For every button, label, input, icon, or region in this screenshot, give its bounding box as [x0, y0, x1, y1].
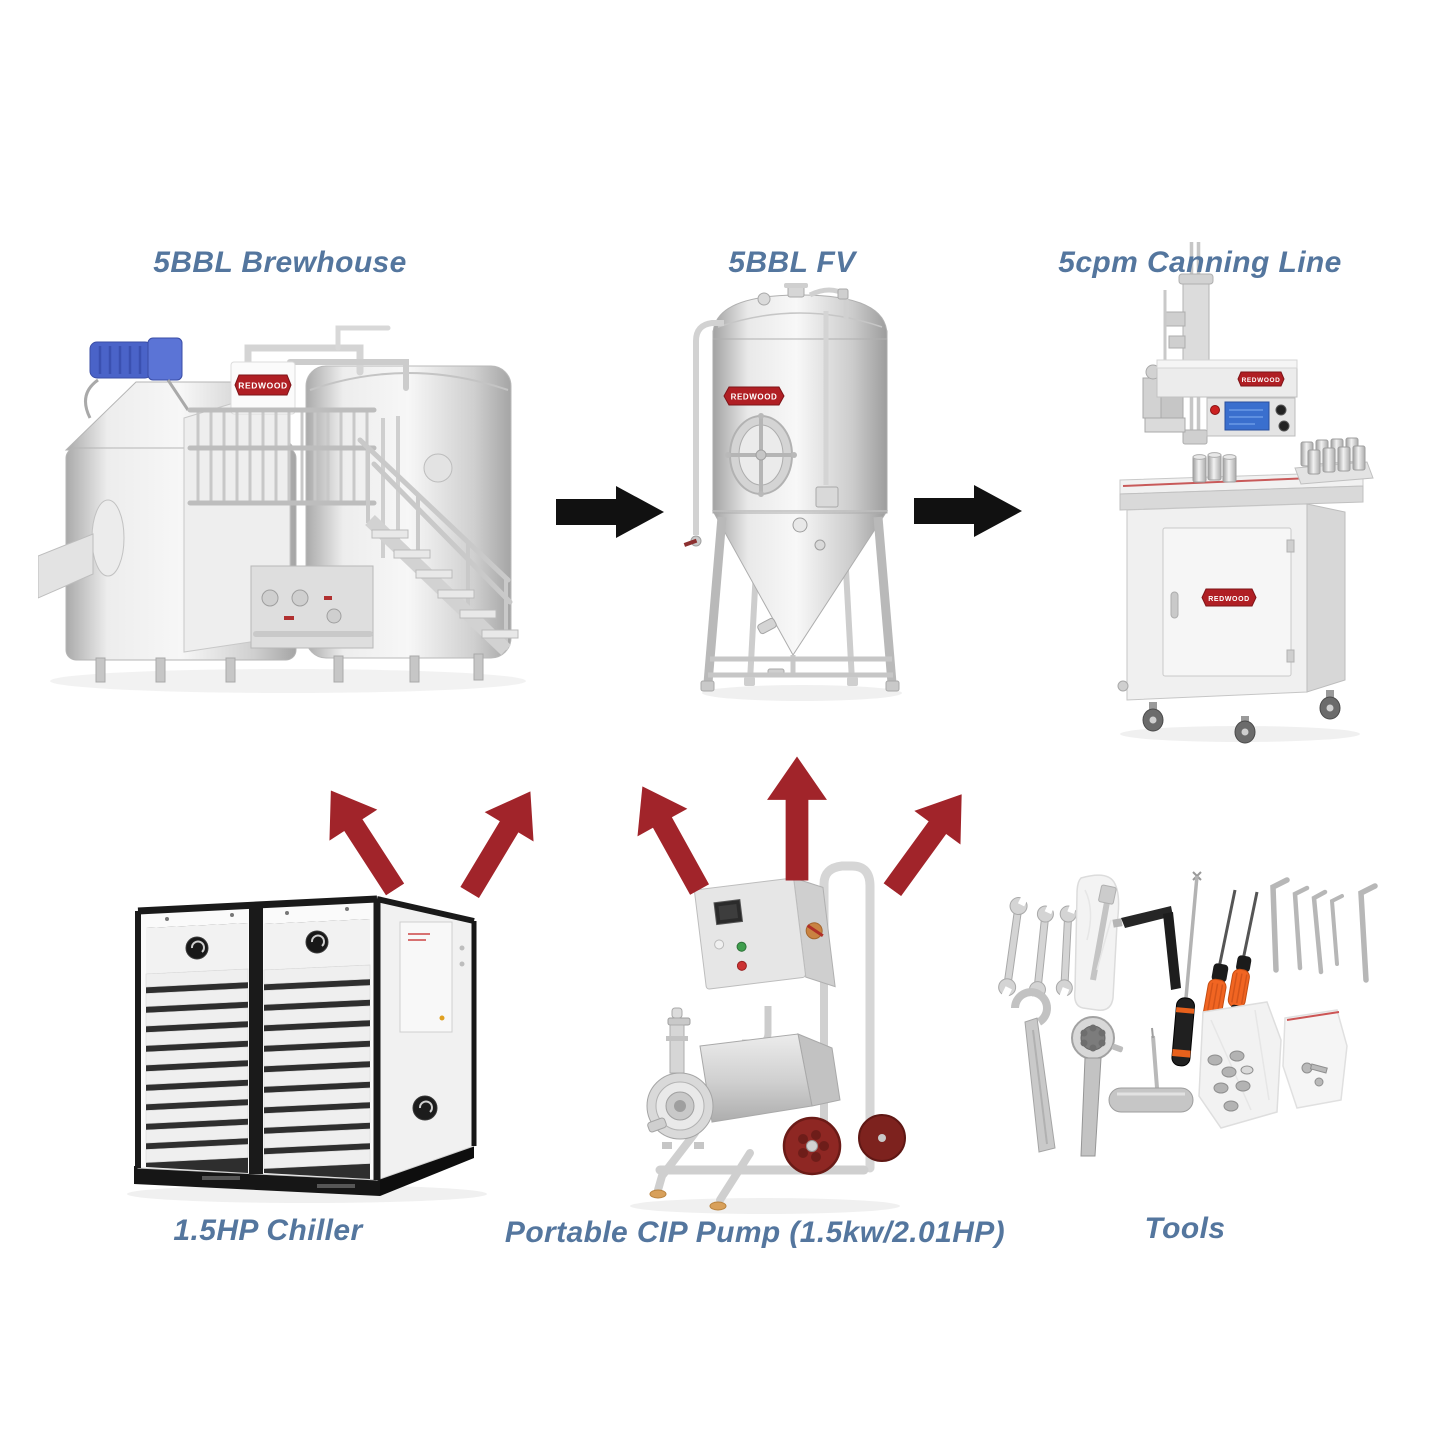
supply-arrow-up-2-icon: [460, 791, 534, 899]
small-parts-bag: [1282, 1009, 1348, 1109]
fermenter-legs: [700, 516, 900, 692]
cart-wheels: [782, 1114, 906, 1176]
cip-pump-label: Portable CIP Pump (1.5kw/2.01HP): [504, 1216, 1006, 1249]
long-screwdriver: [1171, 871, 1202, 1067]
cabinet-door: REDWOOD: [1162, 527, 1295, 677]
electrical-box: [399, 921, 465, 1033]
flow-arrow-right-1-icon: [556, 486, 664, 538]
chiller-label: 1.5HP Chiller: [173, 1214, 363, 1247]
pump-control-box: [694, 877, 836, 990]
brewhouse-image: REDWOOD: [38, 325, 526, 693]
hex-keys: [1270, 877, 1378, 983]
supply-arrow-up-5-icon: [883, 794, 962, 897]
casters: [1142, 690, 1341, 744]
supply-arrow-up-4-icon: [767, 756, 827, 881]
stop-button: [736, 960, 747, 971]
flow-arrow-right-2-icon: [914, 485, 1022, 537]
clamp-parts-bag: [1198, 1001, 1282, 1129]
manway-door: [725, 413, 797, 497]
svg-text:REDWOOD: REDWOOD: [238, 381, 288, 391]
canning-line-label: 5cpm Canning Line: [1058, 246, 1342, 279]
cans-infeed: [1192, 452, 1237, 483]
side-emblem: [412, 1095, 438, 1121]
grain-chute: [38, 533, 94, 599]
hook-spanner: [1011, 988, 1056, 1153]
t-handle-tool: [1112, 906, 1181, 990]
door-handle: [1170, 591, 1179, 619]
louver-panel-right: [263, 919, 371, 1179]
canning-line-image: REDWOOD: [1117, 242, 1374, 744]
fermenter-brand-badge: REDWOOD: [723, 386, 785, 406]
tools-label: Tools: [1144, 1212, 1226, 1245]
svg-text:REDWOOD: REDWOOD: [731, 393, 778, 402]
dome-top: [712, 294, 888, 340]
racking-pipe: [693, 320, 724, 535]
control-box: [815, 486, 839, 508]
chiller-image: [127, 895, 487, 1203]
bagged-adjustable-wrench: [1073, 874, 1120, 1011]
cip-pump-image: [630, 861, 906, 1214]
fermenter-label: 5BBL FV: [728, 246, 856, 279]
stairs: [357, 437, 519, 656]
touchscreen: [1224, 401, 1270, 431]
start-button: [736, 941, 747, 952]
open-end-wrenches: [998, 893, 1078, 1001]
louver-panel-left: [145, 923, 249, 1173]
brewhouse-legs: [95, 653, 484, 683]
pump-assembly: [646, 1007, 841, 1149]
cone-bottom: [712, 510, 888, 656]
control-panel: [1206, 397, 1296, 437]
canning-brand-badge: REDWOOD: [1237, 371, 1285, 387]
valve-manifold: [250, 565, 374, 649]
tools-image: [998, 871, 1378, 1157]
agitator-motor: [84, 337, 190, 419]
ratchet-wrench: [1071, 1016, 1124, 1157]
brewhouse-label: 5BBL Brewhouse: [153, 246, 407, 279]
emergency-stop-button: [1210, 405, 1220, 415]
brewhouse-brand-badge: REDWOOD: [230, 361, 296, 415]
top-fittings: [757, 283, 849, 319]
fermenter-image: REDWOOD: [683, 283, 902, 701]
svg-text:REDWOOD: REDWOOD: [1242, 377, 1281, 384]
svg-text:REDWOOD: REDWOOD: [1208, 596, 1250, 603]
t-bar-tool: [1108, 1027, 1194, 1113]
supply-arrow-up-3-icon: [637, 786, 710, 895]
cans-outfeed: [1300, 437, 1366, 475]
supply-arrow-up-1-icon: [329, 790, 405, 896]
